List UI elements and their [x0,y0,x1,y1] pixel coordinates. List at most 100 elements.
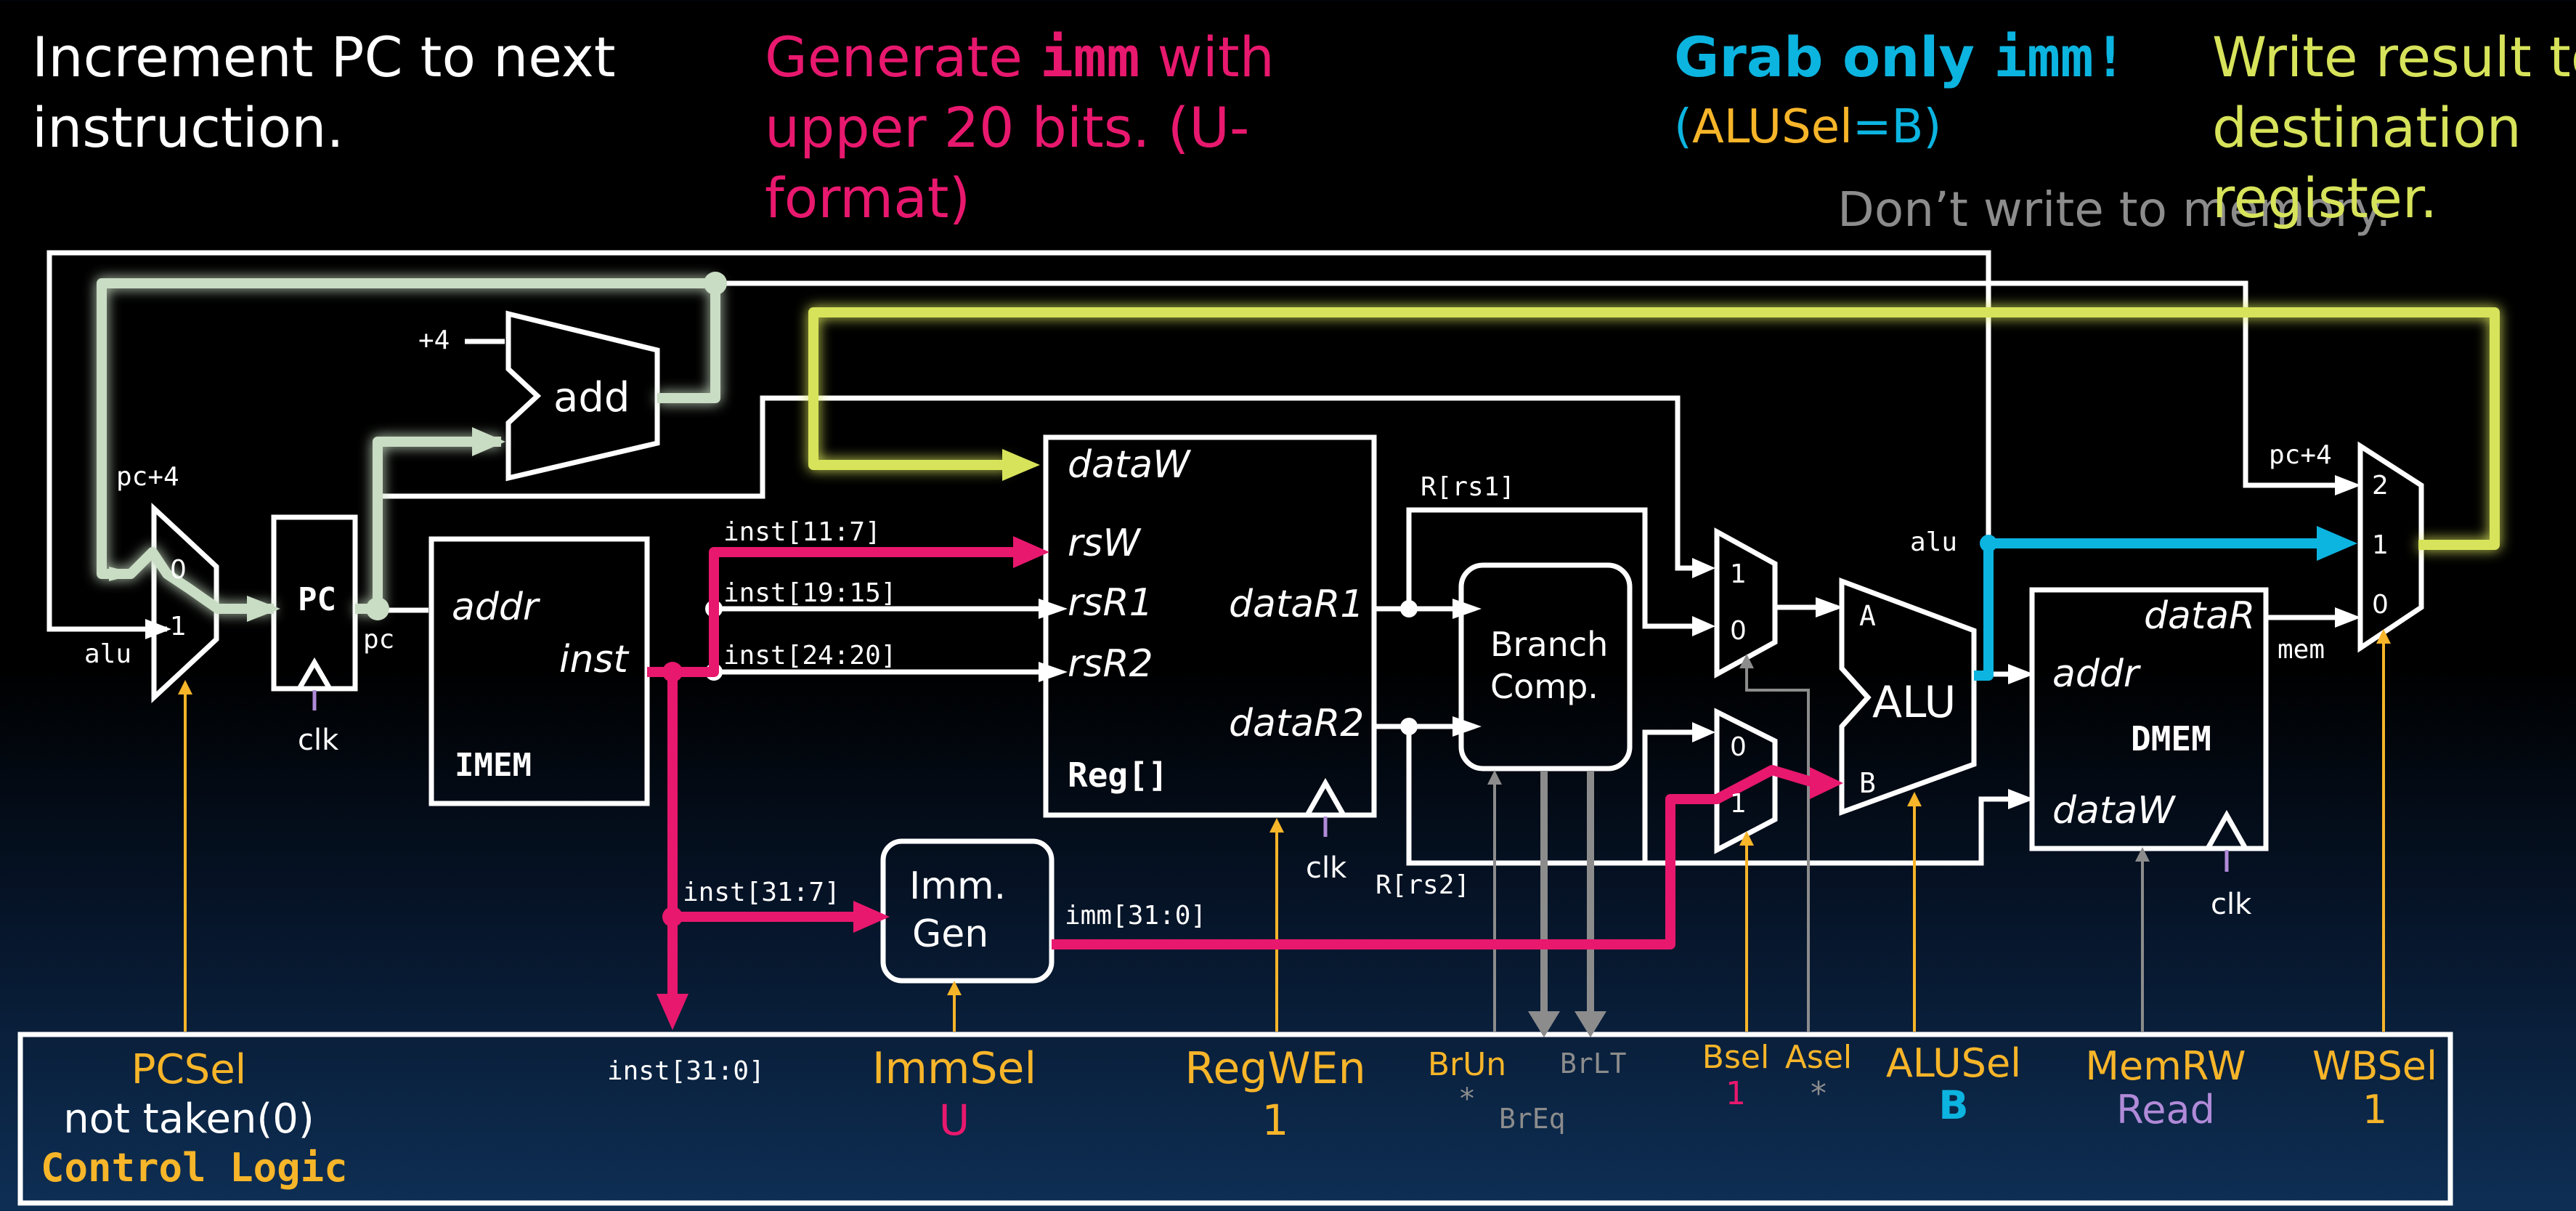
reg-rsw-label: rsW [1068,522,1140,565]
reg-name-label: Reg[] [1068,756,1169,795]
header-grab-line1: Grab only imm! [1674,22,2126,92]
pcsel-value: not taken(0) [63,1095,314,1143]
header-grab-pre: Grab only [1674,25,1994,89]
imem-inst-label: inst [559,638,628,681]
clk-reg-label: clk [1306,851,1347,885]
mem-label: mem [2278,635,2325,665]
wbmux-1: 1 [2372,530,2389,560]
bsel-value: 1 [1726,1075,1746,1112]
imem-name-label: IMEM [455,747,532,784]
inst-11-7-label: inst[11:7] [723,517,881,547]
header-imm-line2: upper 20 bits. (U- [765,95,1250,160]
memrw-value: Read [2116,1087,2215,1133]
header-imm-pre: Generate [765,25,1041,89]
pc-out-label: pc [363,625,395,655]
header-write-line2: destination [2212,95,2522,160]
pcplus4-left-label: pc+4 [116,462,179,492]
header-pc-line2: instruction. [32,95,344,160]
asel-mux [1714,527,1778,679]
inst-24-20-label: inst[24:20] [723,641,897,671]
clk-dmem-label: clk [2211,888,2252,921]
imem-addr-label: addr [452,586,539,629]
regwen-name: RegWEn [1185,1043,1366,1094]
pcplus4-right-label: pc+4 [2269,440,2332,470]
header-imm-line3: format) [765,166,971,230]
pc-mux [151,502,219,704]
pc-increment-path [657,283,720,403]
immgen-label-2: Gen [912,912,989,956]
reg-datar2-label: dataR2 [1229,702,1365,745]
reg-datar1-label: dataR1 [1229,583,1365,626]
regwen-value: 1 [1261,1095,1289,1145]
pcmux-0: 0 [170,555,187,585]
imm-gen-block [880,838,1055,984]
inst-19-15-label: inst[19:15] [723,578,897,608]
r-rs1-label: R[rs1] [1421,472,1516,502]
bselmux-0: 0 [1730,732,1747,762]
alu-label: ALU [1872,677,1957,728]
branch-comparator [1458,562,1633,771]
immgen-label-1: Imm. [909,864,1007,908]
reg-rsr2-label: rsR2 [1068,642,1153,686]
brlt-label: BrLT [1560,1048,1627,1080]
header-write-line1: Write result to [2212,25,2576,89]
wb-mux [2357,441,2424,653]
aselmux-0: 0 [1730,616,1747,646]
branch-label-1: Branch [1490,625,1609,664]
dmem-addr-label: addr [2052,652,2140,696]
header-grab-open: ( [1674,100,1692,154]
control-logic-title: Control Logic [41,1145,348,1191]
header-grab-val: =B) [1852,100,1942,154]
alu-right-label: alu [1910,527,1958,557]
alu-result-path [1974,538,2324,681]
plus4-label: +4 [418,325,450,355]
clk-pc-label: clk [298,724,339,757]
wbmux-0: 0 [2372,590,2389,620]
alu-left-label: alu [84,639,132,669]
header-note: Don’t write to memory. [1837,182,2392,238]
reg-dataw-label: dataW [1068,443,1190,487]
adder [505,310,660,482]
pc-register [271,514,358,692]
wbsel-name: WBSel [2312,1043,2437,1089]
r-rs2-label: R[rs2] [1376,870,1471,900]
header-grab-code: imm! [1994,25,2127,89]
header-pc-line1: Increment PC to next [32,25,616,89]
control-logic-box [17,1032,2453,1206]
memrw-name: MemRW [2085,1043,2246,1089]
header-imm-code: imm [1040,25,1140,89]
pc-to-asel-wire [375,395,1708,610]
alu-a-label: A [1859,600,1876,632]
header-grab-line2: (ALUSel=B) [1674,92,1941,163]
dmem-name-label: DMEM [2131,719,2211,758]
reg-rsr1-label: rsR1 [1068,581,1153,625]
brun-name: BrUn [1427,1046,1507,1083]
register-file [1043,434,1377,818]
bselmux-1: 1 [1730,789,1747,819]
branch-label-2: Comp. [1490,667,1598,706]
header-write-line3: register. [2212,166,2438,230]
brun-value: * [1460,1082,1474,1116]
asel-name: Asel [1784,1039,1853,1076]
wbsel-value: 1 [2362,1087,2388,1133]
alu-b-label: B [1859,767,1876,799]
header-grab-name: ALUSel [1691,100,1853,154]
dmem-datar-label: dataR [2144,594,2256,638]
imm-path-to-alu [1052,765,1831,949]
header-imm-line1: Generate imm with [765,22,1275,92]
breq-label: BrEq [1499,1103,1566,1135]
bsel-name: Bsel [1702,1039,1770,1076]
pc-label: PC [298,581,336,618]
alusel-name: ALUSel [1885,1040,2022,1086]
alu-block [1839,577,1977,816]
aselmux-1: 1 [1730,559,1747,589]
pcsel-name: PCSel [131,1046,247,1093]
dmem-block [2029,587,2269,851]
header-imm-post: with [1139,25,1275,89]
alu-feedback-wire [46,250,1991,632]
pcmux-1: 1 [170,612,187,641]
wbmux-2: 2 [2372,471,2389,501]
inst-31-0-label: inst[31:0] [607,1056,765,1086]
